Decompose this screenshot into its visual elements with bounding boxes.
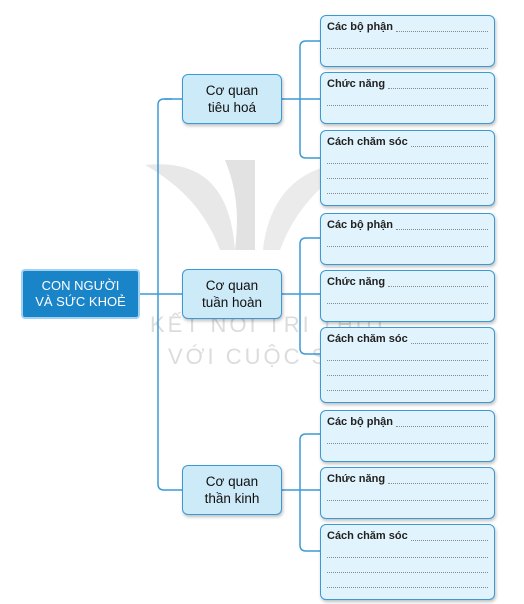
organ-node-line-1: Cơ quan xyxy=(205,474,259,489)
writing-line xyxy=(388,286,488,287)
writing-line xyxy=(327,178,488,179)
writing-line xyxy=(327,572,488,573)
organ-node-line-1: Cơ quan xyxy=(205,83,259,98)
detail-title: Chức năng xyxy=(327,473,386,485)
writing-line xyxy=(327,587,488,588)
detail-box-parts[interactable]: Các bộ phận xyxy=(320,213,495,265)
detail-box-function[interactable]: Chức năng xyxy=(320,270,495,322)
organ-node-line-2: thần kinh xyxy=(204,491,260,506)
writing-line xyxy=(327,163,488,164)
writing-line xyxy=(327,303,488,304)
root-node: CON NGƯỜI VÀ SỨC KHOẺ xyxy=(21,269,140,319)
organ-node-line-2: tiêu hoá xyxy=(207,100,257,115)
writing-line xyxy=(327,105,488,106)
detail-box-function[interactable]: Chức năng xyxy=(320,72,495,124)
writing-line xyxy=(396,229,488,230)
watermark-logo-icon xyxy=(145,160,353,250)
writing-line xyxy=(327,557,488,558)
writing-line xyxy=(327,375,488,376)
detail-title: Cách chăm sóc xyxy=(327,333,408,345)
detail-box-function[interactable]: Chức năng xyxy=(320,467,495,519)
detail-title: Chức năng xyxy=(327,276,386,288)
detail-title: Chức năng xyxy=(327,78,386,90)
detail-box-parts[interactable]: Các bộ phận xyxy=(320,410,495,462)
detail-box-parts[interactable]: Các bộ phận xyxy=(320,15,495,67)
organ-node-line-2: tuần hoàn xyxy=(201,295,263,310)
detail-box-care[interactable]: Cách chăm sóc xyxy=(320,524,495,600)
organ-node-circulatory: Cơ quan tuần hoàn xyxy=(182,269,282,319)
writing-line xyxy=(388,88,488,89)
root-node-line-2: VÀ SỨC KHOẺ xyxy=(35,294,126,309)
writing-line xyxy=(410,146,488,147)
writing-line xyxy=(327,500,488,501)
writing-line xyxy=(396,426,488,427)
writing-line xyxy=(327,48,488,49)
detail-title: Các bộ phận xyxy=(327,21,394,33)
writing-line xyxy=(327,360,488,361)
organ-node-nervous: Cơ quan thần kinh xyxy=(182,465,282,515)
writing-line xyxy=(327,443,488,444)
root-node-line-1: CON NGƯỜI xyxy=(41,278,120,293)
writing-line xyxy=(327,193,488,194)
writing-line xyxy=(327,246,488,247)
writing-line xyxy=(410,540,488,541)
detail-box-care[interactable]: Cách chăm sóc xyxy=(320,327,495,403)
writing-line xyxy=(396,31,488,32)
organ-node-digestive: Cơ quan tiêu hoá xyxy=(182,74,282,124)
detail-title: Các bộ phận xyxy=(327,219,394,231)
writing-line xyxy=(410,343,488,344)
detail-title: Cách chăm sóc xyxy=(327,136,408,148)
detail-box-care[interactable]: Cách chăm sóc xyxy=(320,130,495,206)
writing-line xyxy=(327,390,488,391)
organ-node-line-1: Cơ quan xyxy=(205,278,259,293)
detail-title: Cách chăm sóc xyxy=(327,530,408,542)
writing-line xyxy=(388,483,488,484)
detail-title: Các bộ phận xyxy=(327,416,394,428)
